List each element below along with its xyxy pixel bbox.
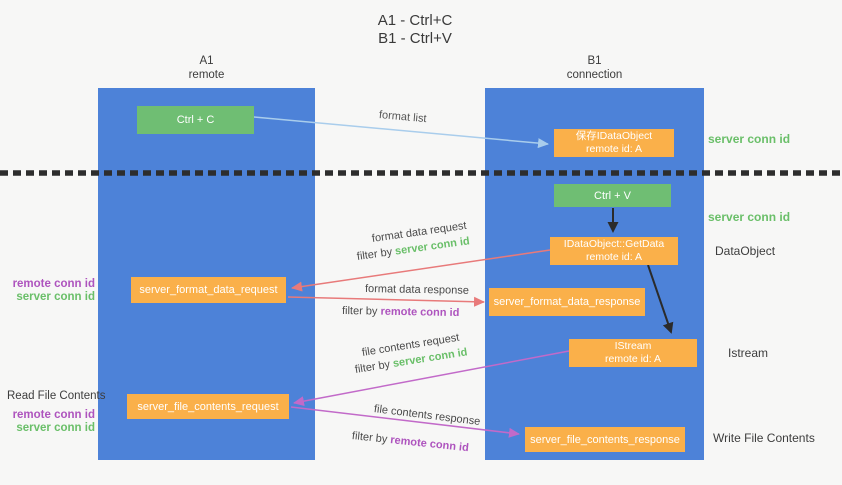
save-idataobject-node: 保存IDataObject remote id: A	[554, 129, 674, 157]
remote-conn-id-text: remote conn id	[380, 305, 460, 320]
server-format-data-request-node: server_format_data_request	[131, 277, 286, 303]
server-conn-id-annotation-mid: server conn id	[708, 210, 791, 224]
conn-id-stack-bottom: remote conn id server conn id	[0, 409, 95, 435]
save-idataobject-title: 保存IDataObject	[575, 130, 653, 142]
idataobject-getdata-node: IDataObject::GetData remote id: A	[550, 237, 678, 265]
filter-by-text: filter by	[341, 305, 381, 318]
lane-b1-name: B1	[587, 55, 602, 67]
server-format-data-response-node: server_format_data_response	[489, 288, 645, 316]
getdata-to-istream-arrow	[647, 264, 674, 334]
server-conn-id-annotation: server conn id	[16, 291, 95, 303]
title-line-2: B1 - Ctrl+V	[378, 30, 452, 47]
format-list-arrow	[253, 116, 549, 149]
istream-annotation: Istream	[728, 346, 769, 360]
server-file-contents-response-node: server_file_contents_response	[525, 427, 685, 452]
read-file-contents-annotation: Read File Contents	[7, 390, 106, 402]
lane-b1-role: connection	[566, 69, 623, 81]
lane-a1-name: A1	[199, 55, 214, 67]
format-data-request-arrow	[291, 249, 551, 292]
dataobject-annotation: DataObject	[715, 244, 776, 258]
ctrl-c-node: Ctrl + C	[137, 106, 254, 134]
remote-conn-id-annotation: remote conn id	[12, 278, 95, 290]
conn-id-stack-mid: remote conn id server conn id	[0, 278, 95, 304]
format-data-response-filter-label: filter by remote conn id	[342, 305, 460, 319]
title-line-1: A1 - Ctrl+C	[377, 12, 453, 29]
server-file-contents-request-node: server_file_contents_request	[127, 394, 289, 419]
istream-title: IStream	[614, 340, 652, 352]
getdata-remote-id: remote id: A	[585, 251, 643, 263]
getdata-title: IDataObject::GetData	[563, 238, 665, 250]
remote-conn-id-annotation: remote conn id	[12, 409, 95, 421]
file-contents-request-arrow	[293, 350, 570, 407]
istream-node: IStream remote id: A	[569, 339, 697, 367]
istream-remote-id: remote id: A	[604, 353, 662, 365]
lane-header-b1: B1 connection	[485, 54, 704, 82]
save-idataobject-remote-id: remote id: A	[585, 143, 643, 155]
ctrl-v-node: Ctrl + V	[554, 184, 671, 207]
format-data-response-arrow	[287, 296, 485, 307]
lane-a1-role: remote	[188, 69, 225, 81]
file-contents-response-arrow	[290, 406, 520, 438]
diagram-title: A1 - Ctrl+C B1 - Ctrl+V	[280, 12, 550, 48]
server-conn-id-annotation-top: server conn id	[708, 132, 791, 146]
lane-header-a1: A1 remote	[98, 54, 315, 82]
write-file-contents-annotation: Write File Contents	[713, 431, 815, 445]
format-data-response-label: format data response	[364, 283, 470, 297]
server-conn-id-annotation: server conn id	[16, 422, 95, 434]
